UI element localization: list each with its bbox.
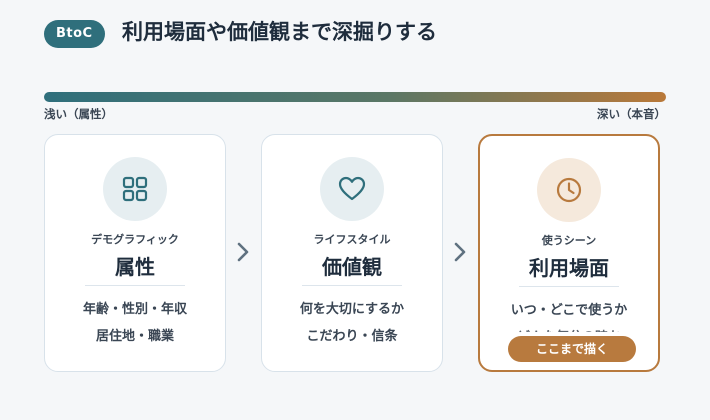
- card-divider: [519, 286, 619, 287]
- card-detail-line-2: 居住地・職業: [95, 329, 174, 344]
- card-detail-line-2: こだわり・信条: [306, 329, 398, 344]
- card-detail-line-1: 年齢・性別・年収: [82, 302, 187, 317]
- card-lifestyle: ライフスタイル 価値観 何を大切にするか こだわり・信条: [261, 134, 443, 372]
- grid-icon: [122, 176, 148, 202]
- card-usage-scene: 使うシーン 利用場面 いつ・どこで使うか どんな気分の時か ここまで描く: [478, 134, 660, 372]
- card-divider: [85, 285, 185, 286]
- chevron-right-icon: [454, 242, 466, 262]
- card-kicker: デモグラフィック: [91, 233, 179, 246]
- scale-left-label: 浅い（属性）: [44, 107, 113, 121]
- card-name: 価値観: [322, 255, 382, 279]
- card-detail-line-1: 何を大切にするか: [299, 302, 405, 317]
- clock-icon-container: [537, 158, 601, 222]
- card-name: 利用場面: [529, 256, 609, 280]
- depth-gradient-bar: [44, 92, 666, 102]
- card-demographic: デモグラフィック 属性 年齢・性別・年収 居住地・職業: [44, 134, 226, 372]
- card-name: 属性: [115, 255, 155, 279]
- clock-icon: [556, 177, 582, 203]
- draw-to-here-button[interactable]: ここまで描く: [508, 336, 636, 362]
- btoc-badge: BtoC: [44, 20, 105, 48]
- card-divider: [302, 285, 402, 286]
- chevron-right-icon: [237, 242, 249, 262]
- page-title: 利用場面や価値観まで深掘りする: [122, 20, 437, 44]
- card-kicker: 使うシーン: [541, 234, 597, 247]
- heart-icon-container: [320, 157, 384, 221]
- card-detail-line-1: いつ・どこで使うか: [510, 303, 628, 318]
- card-kicker: ライフスタイル: [313, 233, 391, 246]
- heart-icon: [338, 176, 366, 201]
- grid-icon-container: [103, 157, 167, 221]
- scale-right-label: 深い（本音）: [597, 107, 666, 121]
